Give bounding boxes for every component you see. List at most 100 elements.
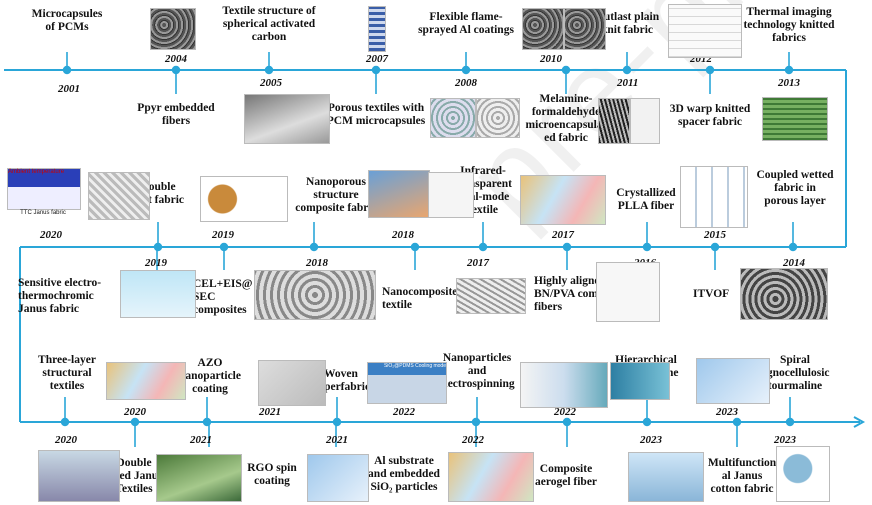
timeline-node — [410, 242, 420, 252]
year-label: 2014 — [783, 257, 805, 269]
event-label-r1: Flexible flame-sprayed Al coatings — [418, 11, 514, 36]
year-label: 2001 — [58, 83, 80, 95]
timeline-node — [562, 417, 572, 427]
cooling-mode-image: SiO₂@PDMS Cooling mode — [367, 362, 447, 404]
year-label: 2018 — [392, 229, 414, 241]
al-substrate-image — [307, 454, 369, 502]
microcapsule-image — [200, 176, 288, 222]
textile-image — [430, 98, 476, 138]
year-label: 2010 — [540, 53, 562, 65]
textile-image — [476, 98, 520, 138]
janus-textile-image — [38, 450, 120, 502]
janus-cotton-image — [628, 452, 704, 502]
event-label-r2: ITVOF — [693, 288, 730, 300]
timeline-node — [202, 417, 212, 427]
aerogel-fiber-image — [448, 452, 534, 502]
year-label: 2023 — [716, 406, 738, 418]
timeline-node — [732, 417, 742, 427]
timeline-node — [471, 417, 481, 427]
itvof-image — [740, 268, 828, 320]
timeline-node — [705, 65, 715, 75]
polyurethane-mof-image — [610, 362, 670, 400]
year-label: 2005 — [260, 77, 282, 89]
carbon-fabric-image — [244, 94, 330, 144]
timeline-node — [784, 65, 794, 75]
knit-fabric-image — [88, 172, 150, 220]
structural-textile-image — [106, 362, 186, 400]
rgo-coating-image — [156, 454, 242, 502]
timeline-node — [461, 65, 471, 75]
timeline-node — [371, 65, 381, 75]
timeline-node — [561, 65, 571, 75]
arrow-head — [853, 416, 866, 428]
timeline-node — [642, 417, 652, 427]
lignocellulosic-image — [696, 358, 770, 404]
timeline-node — [62, 65, 72, 75]
timeline-node — [130, 417, 140, 427]
chart-image — [630, 98, 660, 144]
timeline-node — [785, 417, 795, 427]
year-label: 2017 — [467, 257, 489, 269]
year-label: 2022 — [462, 434, 484, 446]
janus-fabric-caption: TTC Janus fabric — [7, 210, 79, 220]
year-label: 2023 — [774, 434, 796, 446]
year-label: 2021 — [326, 434, 348, 446]
spacer-fabric-image — [762, 97, 828, 141]
timeline-node — [622, 65, 632, 75]
timeline-node — [710, 242, 720, 252]
nanocomposite-textile-image — [456, 278, 526, 314]
timeline-node — [562, 242, 572, 252]
sem-micrograph-image — [150, 8, 196, 50]
sem-micrograph-image — [522, 8, 564, 50]
timeline-node — [219, 242, 229, 252]
sec-composite-image — [120, 270, 196, 318]
year-label: 2004 — [165, 53, 187, 65]
tourmaline-image — [776, 446, 830, 502]
electrospinning-image — [520, 362, 608, 408]
dual-mode-textile-image — [520, 175, 606, 225]
year-label: 2007 — [366, 53, 388, 65]
janus-fabric-image: Ambient temperature — [7, 168, 81, 210]
year-label: 2011 — [617, 77, 639, 89]
hyperfabric-image — [258, 360, 326, 406]
chart-image — [668, 4, 742, 58]
year-label: 2020 — [124, 406, 146, 418]
year-label: 2017 — [552, 229, 574, 241]
nanocomposite-sem-image — [254, 270, 376, 320]
year-label: 2023 — [640, 434, 662, 446]
timeline-node — [309, 242, 319, 252]
pla-fiber-chart-image — [680, 166, 748, 228]
year-label: 2020 — [40, 229, 62, 241]
year-label: 2019 — [145, 257, 167, 269]
year-label: 2018 — [306, 257, 328, 269]
timeline-node — [478, 242, 488, 252]
diagram-image — [428, 172, 474, 218]
fiber-image — [368, 6, 386, 52]
year-label: 2013 — [778, 77, 800, 89]
year-label: 2008 — [455, 77, 477, 89]
knit-image — [598, 98, 630, 144]
sem-micrograph-image — [564, 8, 606, 50]
timeline-node — [171, 65, 181, 75]
year-label: 2021 — [190, 434, 212, 446]
year-label: 2022 — [554, 406, 576, 418]
